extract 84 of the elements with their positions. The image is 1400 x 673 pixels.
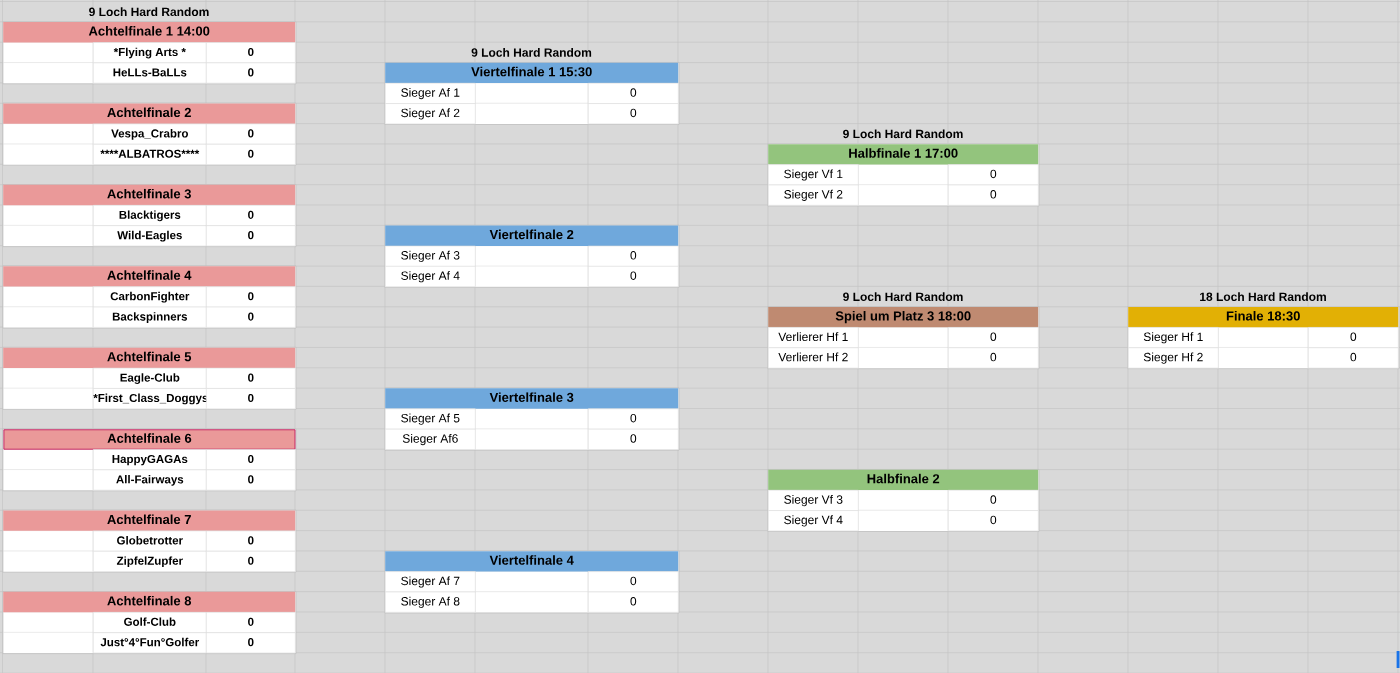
score-cell: 0 — [206, 449, 296, 471]
score-cell: 0 — [588, 245, 679, 267]
team-cell: ****ALBATROS**** — [93, 143, 207, 165]
score-cell: 0 — [206, 612, 296, 633]
team-cell: CarbonFighter — [93, 286, 207, 308]
score-cell: 0 — [206, 388, 296, 410]
score-cell: 0 — [206, 143, 296, 165]
table-heading: 9 Loch Hard Random — [843, 129, 963, 139]
score-cell: 0 — [206, 550, 296, 572]
score-cell: 0 — [206, 469, 296, 491]
score-cell: 0 — [948, 510, 1039, 532]
score-cell: 0 — [588, 571, 679, 593]
score-cell: 0 — [588, 408, 679, 430]
team-cell: Sieger Vf 4 — [768, 510, 859, 532]
score-cell: 0 — [206, 42, 296, 64]
score-cell: 0 — [948, 184, 1039, 206]
header-cell: Spiel um Platz 3 18:00 — [768, 306, 1039, 328]
score-cell: 0 — [206, 286, 296, 308]
team-cell: Verlierer Hf 2 — [768, 347, 859, 369]
header-cell: Viertelfinale 3 — [385, 388, 679, 409]
team-cell: Sieger Af 5 — [385, 408, 476, 430]
team-cell: Just°4°Fun°Golfer — [93, 632, 207, 654]
header-cell: Halbfinale 1 17:00 — [768, 144, 1039, 165]
score-cell: 0 — [948, 327, 1039, 349]
team-cell: Blacktigers — [93, 205, 207, 226]
team-cell: All-Fairways — [93, 469, 207, 491]
team-cell: Sieger Af 7 — [385, 571, 476, 593]
table-heading: 9 Loch Hard Random — [843, 292, 963, 301]
header-cell: Achtelfinale 3 — [3, 184, 296, 206]
score-cell: 0 — [588, 103, 679, 125]
score-cell: 0 — [206, 123, 296, 145]
score-cell: 0 — [588, 82, 679, 104]
team-cell: Backspinners — [93, 306, 207, 328]
score-cell: 0 — [948, 164, 1039, 186]
header-cell: Achtelfinale 1 14:00 — [3, 22, 296, 43]
score-cell: 0 — [206, 225, 296, 247]
team-cell: Wild-Eagles — [93, 225, 207, 247]
team-cell: Golf-Club — [93, 612, 207, 633]
team-cell: Sieger Af6 — [385, 428, 476, 450]
header-cell: Viertelfinale 4 — [385, 551, 679, 572]
team-cell: Sieger Af 2 — [385, 103, 476, 125]
score-cell: 0 — [948, 489, 1039, 511]
team-cell: Sieger Vf 1 — [768, 164, 859, 186]
header-cell: Achtelfinale 2 — [3, 103, 296, 124]
score-cell: 0 — [1308, 347, 1399, 369]
score-cell: 0 — [1308, 327, 1399, 349]
score-cell: 0 — [588, 266, 679, 287]
team-cell: Sieger Af 8 — [385, 591, 476, 613]
table-heading: 9 Loch Hard Random — [89, 7, 209, 17]
score-cell: 0 — [206, 62, 296, 84]
team-cell: HappyGAGAs — [93, 449, 207, 471]
team-cell: Vespa_Crabro — [93, 123, 207, 145]
header-cell: Achtelfinale 8 — [3, 591, 296, 613]
team-cell: Sieger Vf 3 — [768, 489, 859, 511]
header-cell: Achtelfinale 7 — [3, 510, 296, 531]
team-cell: *First_Class_Doggys — [93, 388, 209, 410]
header-cell: Viertelfinale 1 15:30 — [385, 62, 679, 84]
team-cell: Eagle-Club — [93, 367, 207, 389]
score-cell: 0 — [588, 428, 679, 450]
score-cell: 0 — [206, 367, 296, 389]
team-cell: *Flying Arts * — [93, 42, 207, 64]
header-cell: Achtelfinale 6 — [3, 429, 296, 450]
team-cell: ZipfelZupfer — [93, 550, 207, 572]
table-heading: 9 Loch Hard Random — [471, 48, 592, 57]
header-cell: Halbfinale 2 — [768, 469, 1039, 491]
team-cell: Sieger Vf 2 — [768, 184, 859, 206]
team-cell: Sieger Hf 1 — [1128, 327, 1219, 349]
table-heading: 18 Loch Hard Random — [1200, 292, 1326, 301]
score-cell: 0 — [588, 591, 679, 613]
score-cell: 0 — [948, 347, 1039, 369]
team-cell: Globetrotter — [93, 530, 207, 552]
score-cell: 0 — [206, 306, 296, 328]
score-cell: 0 — [206, 530, 296, 552]
header-cell: Achtelfinale 4 — [3, 266, 296, 287]
team-cell: Sieger Af 1 — [385, 82, 476, 104]
team-cell: HeLLs-BaLLs — [93, 62, 207, 84]
team-cell: Verlierer Hf 1 — [768, 327, 859, 349]
header-cell: Finale 18:30 — [1128, 306, 1399, 328]
score-cell: 0 — [206, 632, 296, 654]
team-cell: Sieger Af 3 — [385, 245, 476, 267]
header-cell: Viertelfinale 2 — [385, 225, 679, 246]
team-cell: Sieger Af 4 — [385, 266, 476, 287]
score-cell: 0 — [206, 205, 296, 226]
team-cell: Sieger Hf 2 — [1128, 347, 1219, 369]
